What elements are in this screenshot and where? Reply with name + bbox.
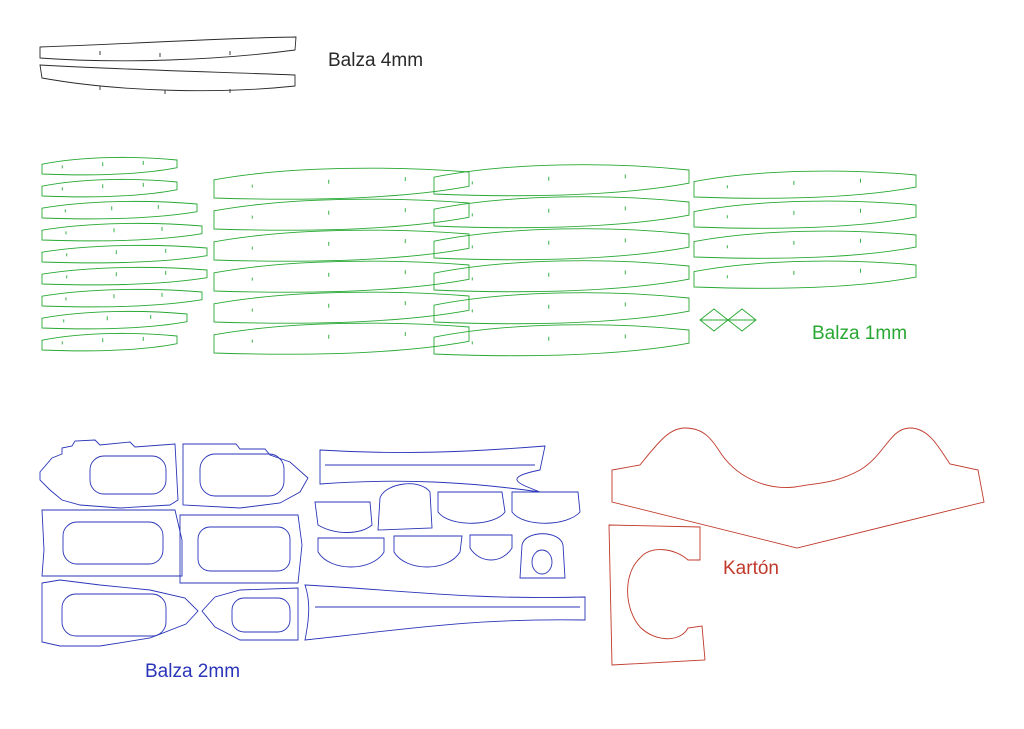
rib-col1-2 (41, 178, 178, 198)
rib-col3-2 (433, 196, 690, 229)
bulkhead-4 (511, 491, 581, 524)
rib-col2-2 (213, 198, 470, 231)
balza-1mm-parts (41, 156, 917, 357)
label-balza-2mm: Balza 2mm (145, 661, 241, 682)
fuselage-side-bottom (304, 584, 586, 641)
former-6 (201, 587, 299, 641)
former-3-window (62, 521, 164, 565)
rib-col2-1 (213, 167, 470, 200)
rib-col4-3 (693, 230, 917, 259)
rib-col1-1 (41, 156, 178, 176)
rib-col3-5 (433, 292, 690, 325)
karton-cowl (611, 427, 985, 549)
karton-side (608, 524, 706, 666)
spar-4mm-1 (39, 36, 297, 62)
rib-col2-5 (213, 291, 470, 324)
rib-col2-4 (213, 260, 470, 293)
bulkhead-1 (314, 501, 373, 533)
former-6-window (231, 597, 291, 633)
bulkhead-8-hole (531, 549, 553, 575)
rib-col1-3 (41, 200, 198, 220)
label-balza-1mm: Balza 1mm (812, 323, 908, 344)
rib-col3-3 (433, 228, 690, 261)
former-2-window (199, 453, 285, 497)
rib-col3-1 (433, 164, 690, 197)
bulkhead-6 (393, 535, 463, 568)
former-4 (179, 514, 303, 584)
rib-col1-6 (41, 266, 208, 286)
rib-col2-6 (213, 322, 470, 355)
bulkhead-7 (469, 534, 513, 561)
gusset-2 (727, 308, 757, 332)
rib-col1-8 (41, 310, 188, 330)
rib-col3-4 (433, 260, 690, 293)
former-2 (182, 443, 309, 509)
rib-col4-1 (693, 170, 917, 199)
balza-2mm-parts (39, 439, 586, 647)
label-karton: Kartón (723, 558, 779, 579)
bulkhead-3 (437, 491, 506, 524)
rib-col3-6 (433, 324, 690, 357)
former-5-window (61, 593, 167, 637)
label-balza-4mm: Balza 4mm (328, 50, 424, 71)
spar-4mm-2 (39, 64, 296, 94)
rib-col1-4 (41, 222, 203, 242)
bulkhead-2 (377, 483, 433, 531)
fuselage-side-top (319, 445, 546, 493)
former-1-window (89, 455, 167, 495)
bulkhead-8 (519, 533, 566, 579)
rib-col1-5 (41, 244, 208, 264)
bulkhead-5 (317, 537, 385, 568)
rib-col1-9 (41, 332, 178, 352)
rib-col4-4 (693, 260, 917, 289)
former-3 (41, 509, 183, 577)
rib-col2-3 (213, 229, 470, 262)
karton-parts (608, 427, 985, 666)
former-1 (39, 439, 179, 509)
rib-col4-2 (693, 200, 917, 229)
former-4-window (197, 526, 291, 572)
balza-4mm-parts (39, 36, 297, 94)
rib-col1-7 (41, 288, 203, 308)
gusset-1 (699, 308, 729, 332)
former-5 (41, 579, 199, 647)
